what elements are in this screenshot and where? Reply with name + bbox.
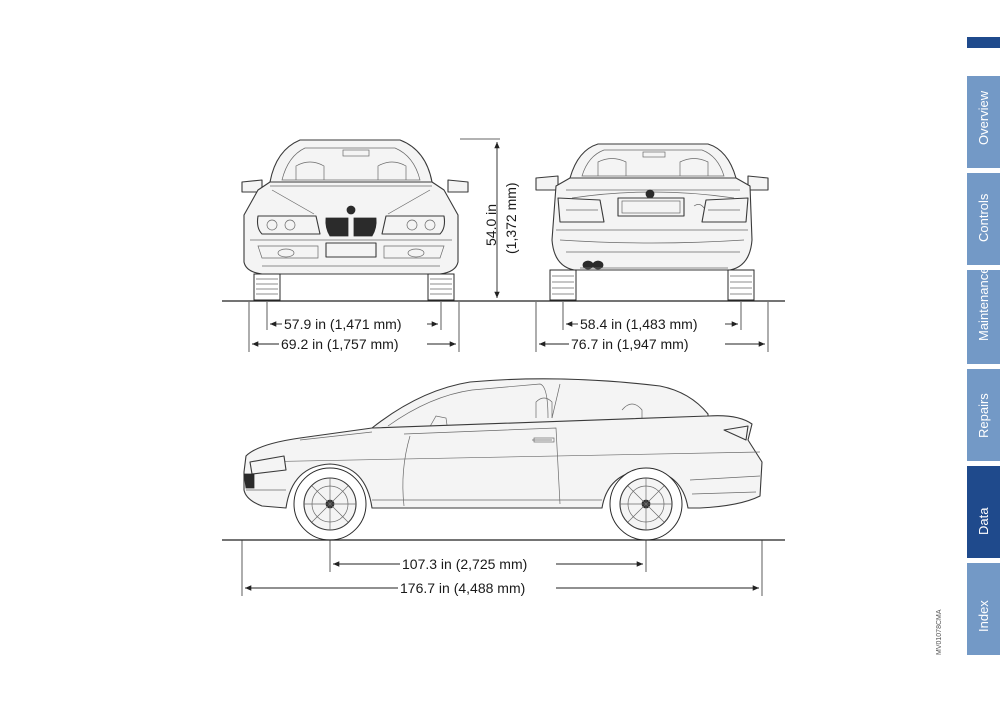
length-label: 176.7 in (4,488 mm) [400,580,525,596]
tab-overview-label: Overview [975,90,991,145]
tab-index-label: Index [975,600,991,632]
tab-repairs-label: Repairs [975,393,991,438]
page-marker-bar [967,37,1000,48]
rear-view [535,143,769,301]
image-code: MV01078CMA [936,609,943,655]
wheelbase-label: 107.3 in (2,725 mm) [402,556,527,572]
rear-track-label: 58.4 in (1,483 mm) [580,316,698,332]
front-track-label: 57.9 in (1,471 mm) [284,316,402,332]
tab-controls-label: Controls [975,193,991,242]
front-view [241,139,469,301]
height-metric-label: (1,372 mm) [503,182,519,254]
tab-repairs[interactable]: Repairs [967,369,1000,461]
side-view [243,378,763,541]
tab-data[interactable]: Data [967,466,1000,558]
tab-data-label: Data [975,507,991,535]
rear-width-label: 76.7 in (1,947 mm) [571,336,689,352]
tab-controls[interactable]: Controls [967,173,1000,265]
height-label: 54.0 in [483,204,499,246]
front-width-label: 69.2 in (1,757 mm) [281,336,399,352]
tab-overview[interactable]: Overview [967,76,1000,168]
tab-maintenance[interactable]: Maintenance [967,266,1000,364]
tab-maintenance-label: Maintenance [975,266,991,341]
tab-index[interactable]: Index [967,563,1000,655]
